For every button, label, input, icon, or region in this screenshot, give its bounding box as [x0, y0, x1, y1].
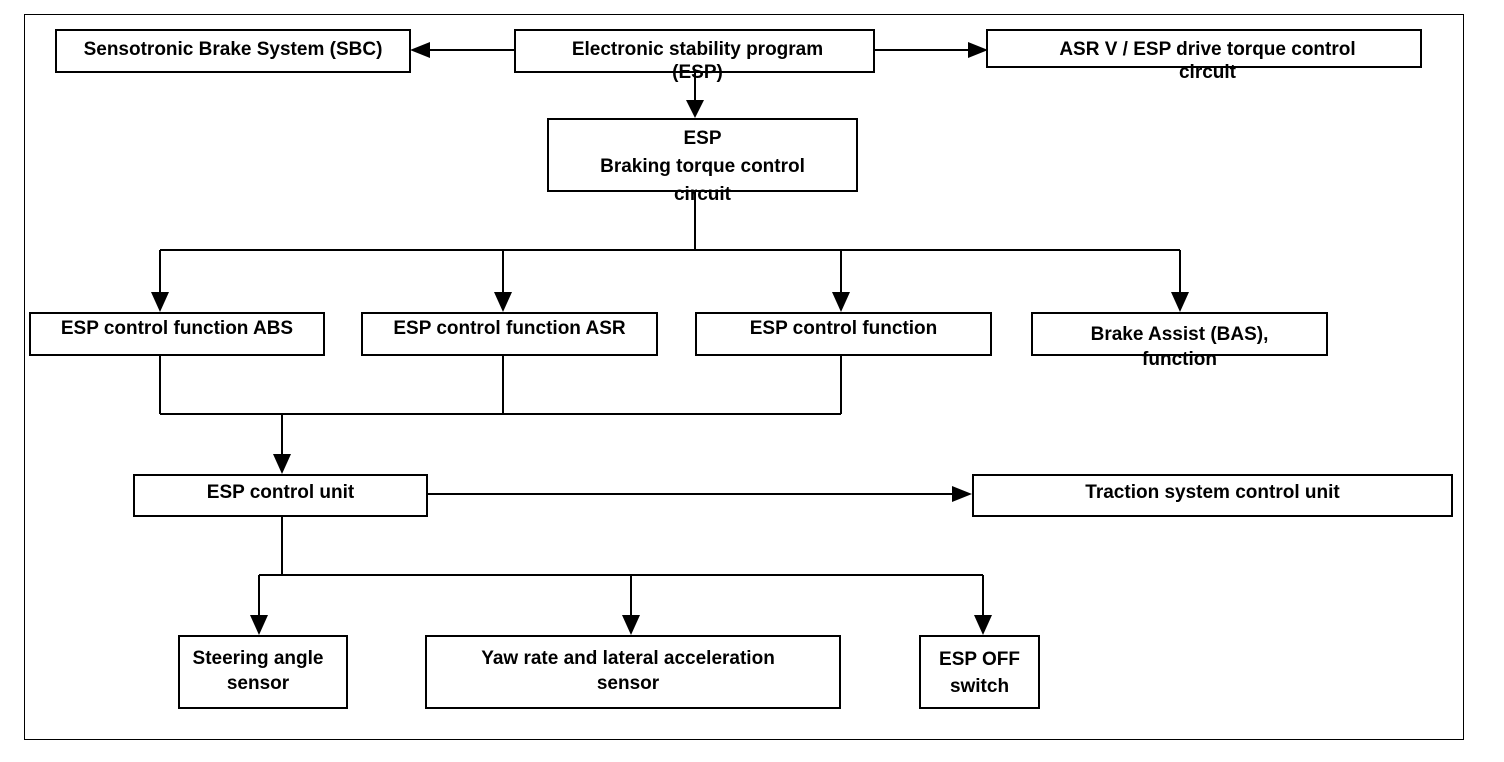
node-yaw-sensor: [425, 635, 841, 709]
label-esp-program: Electronic stability program (ESP): [571, 39, 824, 83]
arrowhead-sbc: [410, 42, 430, 58]
arrowhead-switch: [974, 615, 992, 635]
node-braking-circuit: [547, 118, 858, 192]
label-braking-circuit: ESP Braking torque control circuit: [600, 128, 805, 205]
arrowhead-yaw: [622, 615, 640, 635]
arrowhead-steering: [250, 615, 268, 635]
node-esp-off-switch: [919, 635, 1040, 709]
node-esp-function: [695, 312, 992, 356]
arrowhead-asr-drive: [968, 42, 988, 58]
node-abs-function: [29, 312, 325, 356]
arrowhead-esp-fn: [832, 292, 850, 312]
node-asr-function: [361, 312, 658, 356]
label-asr-function: ESP control function ASR: [393, 318, 626, 339]
label-bas-function: Brake Assist (BAS), function: [1090, 324, 1269, 370]
label-control-unit: ESP control unit: [206, 482, 355, 503]
node-control-unit: [133, 474, 428, 517]
arrowhead-braking: [686, 100, 704, 118]
node-steering-sensor: [178, 635, 348, 709]
node-esp-program: [514, 29, 875, 73]
label-esp-function: ESP control function: [749, 318, 938, 339]
label-asr-drive: ASR V / ESP drive torque control circuit: [1059, 39, 1356, 83]
node-bas-function: [1031, 312, 1328, 356]
label-traction-unit: Traction system control unit: [1085, 482, 1340, 503]
label-esp-off-switch: ESP OFF switch: [939, 649, 1020, 697]
node-asr-drive: [986, 29, 1422, 68]
label-steering-sensor: Steering angle sensor: [192, 648, 324, 694]
diagram-frame: [24, 14, 1464, 740]
label-abs-function: ESP control function ABS: [60, 318, 294, 339]
node-traction-unit: [972, 474, 1453, 517]
arrowhead-abs: [151, 292, 169, 312]
arrowhead-control-unit: [273, 454, 291, 474]
label-yaw-sensor: Yaw rate and lateral acceleration sensor: [481, 648, 775, 694]
arrowhead-asr-fn: [494, 292, 512, 312]
node-sbc: [55, 29, 411, 73]
label-sbc: Sensotronic Brake System (SBC): [83, 39, 383, 60]
arrowhead-bas: [1171, 292, 1189, 312]
arrowhead-traction: [952, 486, 972, 502]
